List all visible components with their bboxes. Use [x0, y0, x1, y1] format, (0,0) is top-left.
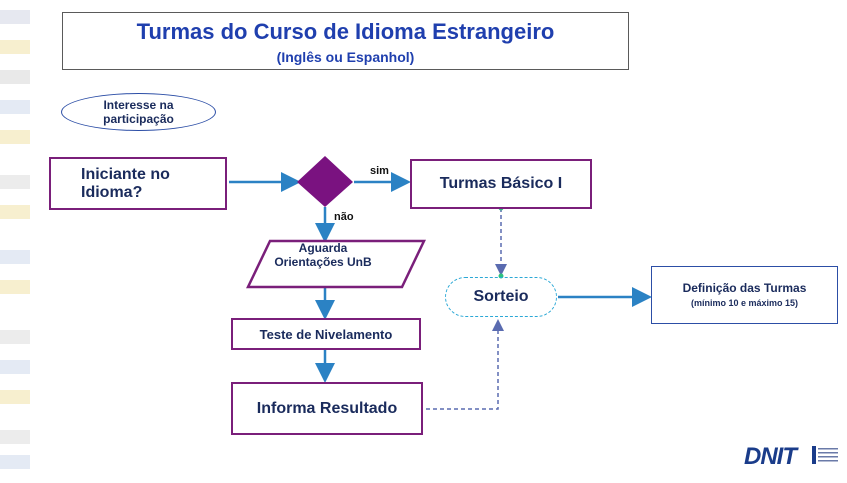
dnit-logo: DNIT — [744, 440, 844, 470]
page-title: Turmas do Curso de Idioma Estrangeiro — [136, 19, 555, 44]
decision-diamond — [297, 156, 353, 207]
no-label: não — [334, 211, 354, 223]
question-label: Iniciante no Idioma? — [81, 165, 170, 201]
start-label: Interesse na participação — [103, 98, 174, 126]
question-box: Iniciante no Idioma? — [49, 157, 227, 210]
definition-note: (mínimo 10 e máximo 15) — [690, 298, 799, 308]
definition-title: Definição das Turmas — [682, 281, 807, 295]
level-test-box: Teste de Nivelamento — [231, 318, 421, 350]
svg-text:DNIT: DNIT — [744, 443, 799, 470]
draw-label: Sorteio — [473, 288, 529, 305]
wait-parallelogram — [246, 239, 426, 289]
page-subtitle: (Inglês ou Espanhol) — [276, 49, 415, 65]
definition-box: Definição das Turmas (mínimo 10 e máximo… — [651, 266, 838, 324]
start-oval: Interesse na participação — [61, 93, 216, 131]
draw-node: Sorteio — [445, 277, 557, 317]
decorative-side-stripe — [0, 0, 30, 483]
yes-label: sim — [370, 165, 389, 177]
level-test-label: Teste de Nivelamento — [259, 326, 393, 342]
wait-label: Aguarda Orientações UnB — [274, 241, 372, 269]
result-box: Informa Resultado — [231, 382, 423, 435]
result-label: Informa Resultado — [256, 399, 398, 417]
header-box: Turmas do Curso de Idioma Estrangeiro (I… — [62, 12, 629, 70]
arrow-result-to-draw — [426, 319, 504, 410]
basic-class-box: Turmas Básico I — [410, 159, 592, 209]
basic-class-label: Turmas Básico I — [439, 175, 563, 192]
